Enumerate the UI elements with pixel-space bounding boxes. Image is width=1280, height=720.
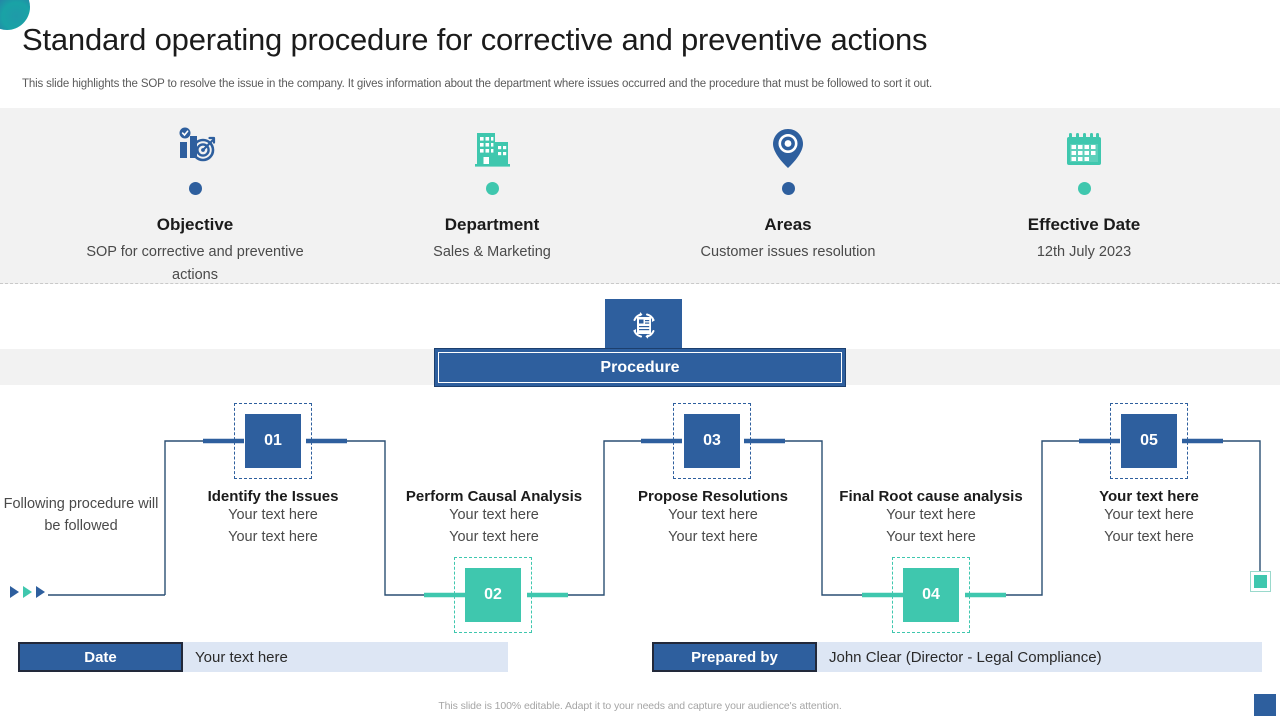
step-chip-05[interactable]: 05	[1121, 414, 1177, 468]
info-dot-department	[485, 182, 499, 195]
field-label-date: Date	[18, 642, 183, 672]
process-document-icon	[605, 299, 682, 350]
step-frame-05	[1110, 403, 1188, 479]
step-number-05: 05	[1140, 432, 1158, 449]
info-dot-objective	[188, 182, 202, 195]
step-line1-04: Your text here	[886, 507, 976, 523]
info-column-areas: Areas Customer issues resolution	[668, 108, 908, 264]
info-value-effective-date: 12th July 2023	[1036, 244, 1132, 260]
step-number-01: 01	[264, 432, 282, 449]
slide-header: Standard operating procedure for correct…	[0, 0, 1280, 108]
info-label-objective: Objective	[156, 215, 234, 234]
step-line2-01: Your text here	[228, 528, 318, 545]
info-value-areas: Customer issues resolution	[700, 244, 876, 260]
info-label-effective-date: Effective Date	[1027, 215, 1141, 234]
office-building-icon	[372, 120, 612, 178]
step-text-01: Identify the Issues Your text here Your …	[163, 488, 383, 549]
step-number-02: 02	[484, 586, 502, 603]
field-value-prepared-by[interactable]: John Clear (Director - Legal Compliance)	[817, 642, 1262, 672]
field-prepared-by: Prepared by John Clear (Director - Legal…	[652, 642, 1262, 672]
calendar-icon	[964, 120, 1204, 178]
step-title-01: Identify the Issues	[207, 488, 339, 505]
procedure-banner: Procedure	[434, 348, 846, 387]
page-title: Standard operating procedure for correct…	[22, 22, 928, 57]
info-label-department: Department	[444, 215, 540, 234]
info-value-department: Sales & Marketing	[433, 244, 551, 260]
flow-intro-text: Following procedure will be followed	[3, 496, 159, 535]
flow-connector-lines	[48, 438, 1261, 598]
info-label-areas: Areas	[764, 215, 812, 234]
step-chip-04[interactable]: 04	[903, 568, 959, 622]
procedure-banner-label: Procedure	[600, 358, 680, 376]
procedure-flow: Following procedure will be followed 01 …	[0, 385, 1280, 633]
step-line2-02: Your text here	[449, 528, 539, 545]
info-band-divider	[0, 283, 1280, 284]
step-line1-05: Your text here	[1104, 507, 1194, 523]
step-text-04: Final Root cause analysis Your text here…	[821, 488, 1041, 549]
info-band: Objective SOP for corrective and prevent…	[0, 108, 1280, 284]
step-line1-01: Your text here	[228, 507, 318, 523]
info-column-department: Department Sales & Marketing	[372, 108, 612, 264]
arrow-triangle-icon-3	[36, 586, 45, 598]
step-chip-03[interactable]: 03	[684, 414, 740, 468]
field-date: Date Your text here	[18, 642, 508, 672]
info-dot-effective-date	[1077, 182, 1091, 195]
step-frame-01	[234, 403, 312, 479]
step-frame-02	[454, 557, 532, 633]
info-column-objective: Objective SOP for corrective and prevent…	[75, 108, 315, 287]
step-line1-03: Your text here	[668, 507, 758, 523]
info-column-effective-date: Effective Date 12th July 2023	[964, 108, 1204, 264]
info-value-objective: SOP for corrective and preventive action…	[86, 244, 304, 284]
field-label-prepared-by: Prepared by	[652, 642, 817, 672]
step-chip-02[interactable]: 02	[465, 568, 521, 622]
step-number-03: 03	[703, 432, 721, 449]
step-line2-05: Your text here	[1104, 528, 1194, 545]
target-bar-chart-icon	[75, 120, 315, 178]
step-line2-03: Your text here	[668, 528, 758, 545]
info-dot-areas	[781, 182, 795, 195]
step-frame-03	[673, 403, 751, 479]
step-title-04: Final Root cause analysis	[839, 488, 1023, 505]
flow-end-marker	[1250, 571, 1271, 592]
arrow-triangle-icon-1	[10, 586, 19, 598]
flow-start-arrows	[10, 586, 45, 598]
step-frame-04	[892, 557, 970, 633]
footnote-text: This slide is 100% editable. Adapt it to…	[438, 700, 842, 712]
step-title-05: Your text here	[1099, 488, 1199, 505]
decorative-corner-square	[1254, 694, 1276, 716]
step-line2-04: Your text here	[886, 528, 976, 545]
step-text-03: Propose Resolutions Your text here Your …	[603, 488, 823, 549]
step-text-02: Perform Causal Analysis Your text here Y…	[384, 488, 604, 549]
page-subtitle: This slide highlights the SOP to resolve…	[22, 78, 933, 90]
step-line1-02: Your text here	[449, 507, 539, 523]
step-number-04: 04	[922, 586, 940, 603]
field-value-date[interactable]: Your text here	[183, 642, 508, 672]
step-title-02: Perform Causal Analysis	[405, 488, 583, 505]
arrow-triangle-icon-2	[23, 586, 32, 598]
step-chip-01[interactable]: 01	[245, 414, 301, 468]
step-title-03: Propose Resolutions	[637, 488, 789, 505]
map-pin-icon	[668, 120, 908, 178]
step-text-05: Your text here Your text here Your text …	[1039, 488, 1259, 549]
